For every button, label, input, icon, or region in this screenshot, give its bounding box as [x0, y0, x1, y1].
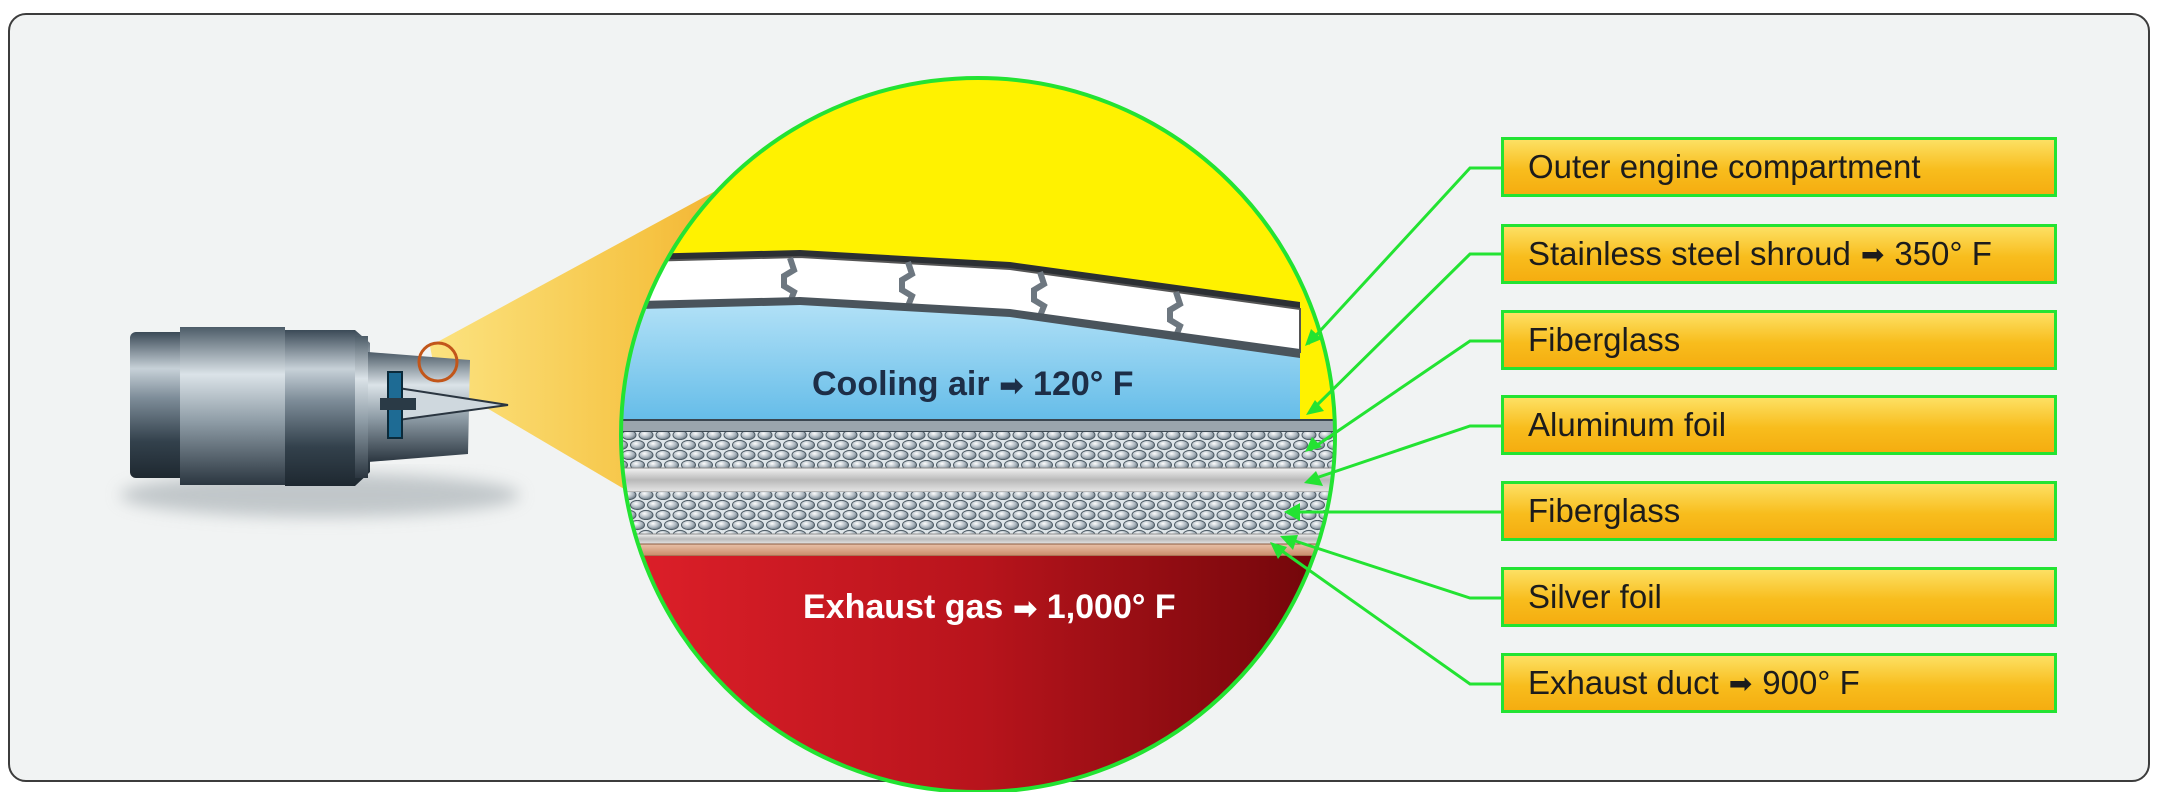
shroud-cell-divider — [1031, 271, 1048, 318]
silver-foil-layer — [621, 533, 1335, 545]
cooling-air-label: Cooling air ➡ 120° F — [812, 365, 1134, 404]
arrowhead-icon — [1304, 471, 1323, 486]
leader-line — [1309, 424, 1501, 482]
right-arrow-icon: ➡ — [1013, 593, 1037, 624]
shroud-inner-edge — [621, 297, 1300, 358]
leader-line — [1285, 536, 1501, 600]
exhaust-duct-wall — [621, 543, 1335, 557]
layer-label-text: Stainless steel shroud — [1528, 235, 1851, 272]
engine-flange — [355, 336, 368, 478]
exhaust-gas-text: Exhaust gas — [803, 588, 1004, 626]
arrowhead-icon — [1305, 437, 1322, 452]
jet-engine — [130, 327, 509, 486]
layer-temp-text: 900° F — [1762, 664, 1860, 701]
layer-label-text: Fiberglass — [1528, 492, 1681, 529]
right-arrow-icon: ➡ — [1860, 238, 1885, 270]
right-arrow-icon: ➡ — [1728, 667, 1753, 699]
engine-intake — [130, 332, 190, 478]
fiberglass-layer-1 — [621, 432, 1335, 468]
layer-label-text: Outer engine compartment — [1528, 148, 1921, 185]
aluminum-foil-layer — [621, 467, 1335, 493]
layer-label-fiberglass-inner: Fiberglass — [1501, 481, 2057, 541]
cooling-air-temp: 120° F — [1033, 365, 1134, 403]
leader-line — [1274, 544, 1501, 686]
magnifier-outline — [619, 76, 1337, 792]
leader-line — [1309, 339, 1501, 452]
layer-label-stainless-steel-shroud: Stainless steel shroud ➡ 350° F — [1501, 224, 2057, 284]
arrowhead-icon — [1270, 542, 1287, 559]
layer-label-silver-foil: Silver foil — [1501, 567, 2057, 627]
layer-label-exhaust-duct: Exhaust duct ➡ 900° F — [1501, 653, 2057, 713]
arrowhead-icon — [1305, 329, 1322, 346]
layer-label-fiberglass-outer: Fiberglass — [1501, 310, 2057, 370]
layer-label-text: Exhaust duct — [1528, 664, 1719, 701]
shroud-cell-divider — [899, 261, 916, 308]
right-arrow-icon: ➡ — [999, 370, 1024, 401]
fiberglass-layer-2 — [621, 492, 1335, 534]
shroud-cell-divider — [781, 257, 798, 304]
layer-label-text: Aluminum foil — [1528, 406, 1727, 443]
turbine-shaft — [380, 398, 416, 410]
leader-line — [1306, 166, 1501, 346]
leader-lines — [1274, 166, 1501, 686]
arrowhead-icon — [1280, 535, 1298, 550]
arrowhead-icon — [1284, 503, 1300, 521]
layer-label-text: Silver foil — [1528, 578, 1662, 615]
exhaust-gas-temp: 1,000° F — [1046, 588, 1176, 626]
magnified-cross-section — [621, 78, 1335, 792]
arrowhead-icon — [1306, 400, 1324, 415]
cooling-air-text: Cooling air — [812, 365, 990, 403]
engine-body — [285, 330, 370, 486]
layer-temp-text: 350° F — [1894, 235, 1992, 272]
leader-line — [1308, 252, 1501, 414]
engine-front-ring — [180, 327, 285, 485]
layer-label-text: Fiberglass — [1528, 321, 1681, 358]
leader-arrowheads — [1270, 329, 1324, 559]
layer-label-aluminum-foil: Aluminum foil — [1501, 395, 2057, 455]
zoom-marker-circle — [417, 341, 459, 383]
layer-label-outer-engine-compartment: Outer engine compartment — [1501, 137, 2057, 197]
exhaust-gas-label: Exhaust gas ➡ 1,000° F — [803, 588, 1176, 627]
shroud-cell-divider — [1167, 291, 1184, 338]
shroud-base-plate — [621, 419, 1335, 433]
